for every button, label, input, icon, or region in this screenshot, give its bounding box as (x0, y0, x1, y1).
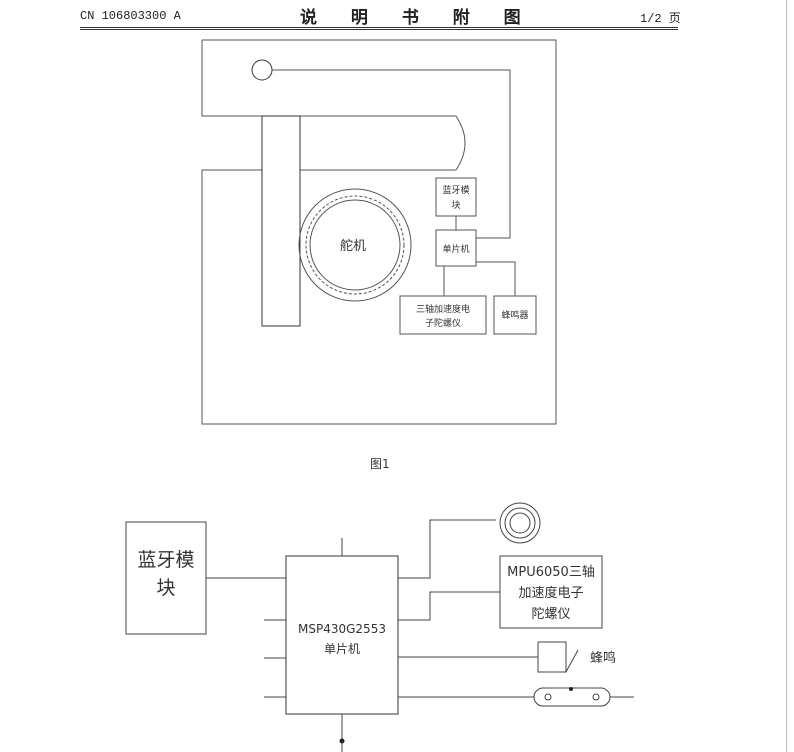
gyro-label-2a: MPU6050三轴 (507, 565, 595, 580)
page-number: 1/2 页 (640, 12, 681, 26)
mcu-box-1 (435, 229, 477, 267)
patent-number: CN 106803300 A (80, 9, 181, 23)
mcu-label-1: 单片机 (442, 243, 469, 255)
gyro-label-2c: 陀螺仪 (531, 606, 570, 622)
mcu-label-2a: MSP430G2553 (298, 622, 386, 636)
gyro-label-1b: 子陀螺仪 (425, 317, 461, 329)
buzzer-symbol (537, 641, 567, 673)
crystal-dot (569, 687, 573, 691)
gyro-label-1a: 三轴加速度电 (416, 303, 470, 315)
mcu-label-2b: 单片机 (324, 642, 360, 656)
figure-1-caption: 图1 (370, 457, 390, 471)
figure-2 (125, 502, 634, 752)
header-rule (80, 27, 678, 30)
figure-2-labels: 蓝牙模 块 MSP430G2553 单片机 MPU6050三轴 加速度电子 陀螺… (137, 549, 616, 666)
servo-2 (499, 502, 541, 544)
buzzer-box-1 (493, 295, 537, 335)
junction-dot (339, 738, 345, 744)
page-edge (786, 0, 787, 752)
vertical-bar (261, 115, 301, 327)
gyro-label-2b: 加速度电子 (518, 585, 583, 601)
buzzer-label-2: 蜂鸣 (590, 650, 616, 666)
figure-1 (201, 39, 557, 425)
servo-label: 舵机 (340, 239, 366, 254)
housing-outline (201, 39, 557, 425)
bluetooth-label-1a: 蓝牙模 (442, 184, 469, 196)
gyro-box-2 (499, 555, 603, 629)
housing-top-arm (201, 40, 262, 117)
figure-1-labels: 舵机 蓝牙模 块 单片机 三轴加速度电 子陀螺仪 蜂鸣器 图1 (340, 184, 529, 471)
bluetooth-label-1b: 块 (451, 199, 460, 211)
sensor-circle (251, 59, 273, 81)
bluetooth-label-2a: 蓝牙模 (137, 549, 194, 571)
page-title: 说 明 书 附 图 (300, 8, 535, 28)
bluetooth-label-2b: 块 (156, 577, 175, 599)
servo (298, 188, 412, 302)
gyro-box-1 (399, 295, 487, 335)
buzzer-label-1: 蜂鸣器 (501, 309, 528, 321)
